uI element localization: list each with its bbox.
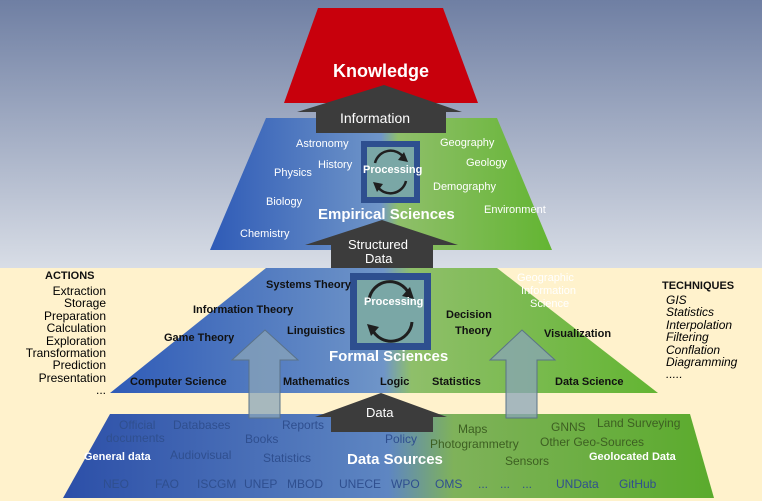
actions-list: Extraction Storage Preparation Calculati…	[26, 285, 106, 397]
technique-item: Statistics	[666, 305, 715, 320]
source-gnns: GNNS	[551, 420, 586, 434]
source-mbod: MBOD	[287, 477, 323, 491]
techniques-heading: TECHNIQUES	[662, 280, 735, 292]
source-photogrammetry: Photogrammetry	[430, 437, 519, 451]
action-item: ...	[95, 383, 106, 398]
formal-decision: Decision	[446, 309, 492, 321]
action-item: Prediction	[52, 358, 106, 373]
empirical-processing-box	[361, 141, 420, 203]
formal-computer-science: Computer Science	[130, 376, 227, 388]
action-item: Transformation	[25, 346, 106, 361]
formal-systems-theory: Systems Theory	[266, 279, 351, 291]
action-item: Extraction	[52, 284, 106, 298]
source-statistics: Statistics	[263, 451, 312, 465]
empirical-geology: Geology	[466, 157, 507, 169]
source-documents: documents	[106, 431, 165, 445]
formal-science: Science	[530, 298, 570, 310]
formal-processing-box	[350, 273, 431, 350]
right-side-up-arrow-icon	[488, 329, 557, 419]
formal-mathematics: Mathematics	[283, 376, 350, 388]
technique-item: Conflation	[666, 342, 721, 357]
information-arrow-icon	[297, 85, 462, 133]
knowledge-apex	[284, 8, 478, 103]
source-neo: NEO	[103, 477, 130, 491]
data-arrow-label: Data	[366, 405, 394, 420]
actions-heading: ACTIONS	[45, 270, 95, 282]
source-official: Official	[119, 418, 156, 432]
technique-item: GIS	[666, 293, 687, 307]
source-oms: OMS	[435, 477, 463, 491]
empirical-geography: Geography	[440, 137, 495, 149]
source-iscgm: ISCGM	[197, 477, 237, 491]
empirical-physics: Physics	[274, 167, 312, 179]
source-land-surveying: Land Surveying	[597, 416, 681, 430]
empirical-chemistry: Chemistry	[240, 228, 290, 240]
source-github: GitHub	[619, 477, 657, 491]
action-item: Preparation	[43, 308, 106, 323]
formal-information: Information	[521, 285, 577, 297]
empirical-sciences-title: Empirical Sciences	[318, 206, 455, 223]
knowledge-title: Knowledge	[333, 61, 430, 81]
formal-sciences-title: Formal Sciences	[329, 348, 449, 365]
formal-game-theory: Game Theory	[164, 332, 235, 344]
source-wpo: WPO	[391, 477, 420, 491]
empirical-history: History	[318, 159, 353, 171]
technique-item: Filtering	[666, 330, 709, 345]
source-policy: Policy	[385, 432, 418, 446]
source-ellipsis-1: ...	[478, 477, 489, 491]
source-unece: UNECE	[339, 477, 382, 491]
empirical-astronomy: Astronomy	[296, 138, 349, 150]
formal-linguistics: Linguistics	[287, 325, 346, 337]
data-sources-title: Data Sources	[347, 451, 443, 468]
general-data-label: General data	[84, 451, 151, 463]
action-item: Storage	[63, 296, 106, 311]
structured-data-arrow-icon	[305, 220, 458, 268]
formal-geographic: Geographic	[517, 272, 574, 284]
action-item: Exploration	[45, 333, 106, 348]
left-side-up-arrow-icon	[230, 329, 300, 419]
source-other-geo-sources: Other Geo-Sources	[540, 435, 645, 449]
geolocated-data-label: Geolocated Data	[589, 451, 676, 463]
formal-visualization: Visualization	[544, 328, 612, 340]
formal-information-theory: Information Theory	[193, 304, 294, 316]
formal-statistics: Statistics	[432, 376, 481, 388]
empirical-demography: Demography	[433, 181, 496, 193]
techniques-list: GIS Statistics Interpolation Filtering C…	[666, 294, 737, 381]
data-label: Data	[365, 251, 393, 266]
data-arrow-icon	[315, 393, 447, 432]
source-reports: Reports	[282, 418, 325, 432]
data-sources-layer	[63, 414, 714, 498]
information-label: Information	[340, 110, 411, 126]
action-item: Presentation	[38, 370, 106, 385]
technique-item: .....	[666, 367, 683, 382]
technique-item: Diagramming	[666, 355, 738, 370]
source-maps: Maps	[458, 422, 488, 436]
source-fao: FAO	[155, 477, 180, 491]
formal-logic: Logic	[380, 376, 410, 388]
formal-theory: Theory	[455, 325, 492, 337]
formal-data-science: Data Science	[555, 376, 624, 388]
empirical-biology: Biology	[266, 196, 303, 208]
technique-item: Interpolation	[666, 317, 733, 332]
source-books: Books	[245, 432, 279, 446]
source-undata: UNData	[556, 477, 599, 491]
source-databases: Databases	[173, 418, 231, 432]
structured-label: Structured	[348, 237, 408, 252]
source-ellipsis-2: ...	[500, 477, 511, 491]
empirical-environment: Environment	[484, 204, 546, 216]
source-ellipsis-3: ...	[522, 477, 533, 491]
source-audiovisual: Audiovisual	[170, 448, 232, 462]
source-unep: UNEP	[244, 477, 278, 491]
formal-processing-label: Processing	[364, 296, 424, 308]
source-sensors: Sensors	[505, 454, 550, 468]
action-item: Calculation	[46, 321, 106, 336]
empirical-processing-label: Processing	[363, 164, 423, 176]
